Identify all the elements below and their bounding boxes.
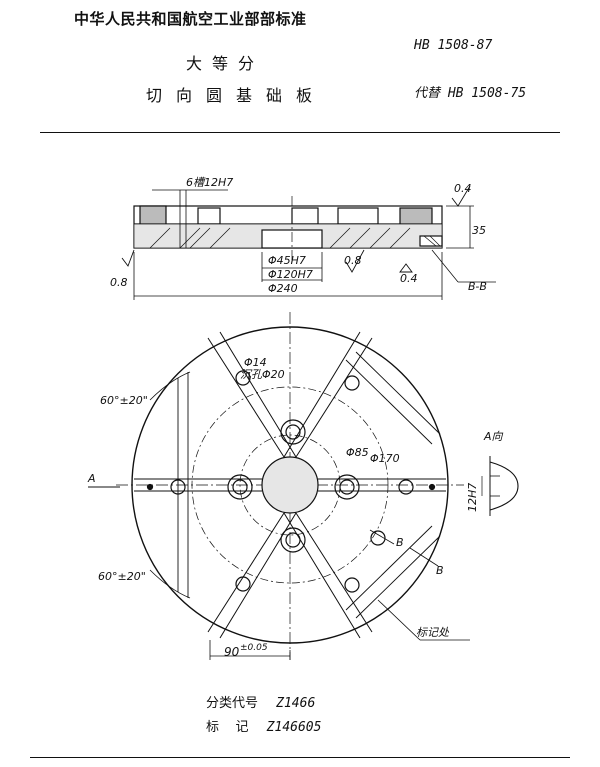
pcd-large-label: Φ170	[370, 452, 400, 465]
nameplate-label: 标记处	[416, 626, 450, 639]
section-label: B-B	[468, 280, 487, 293]
mark-code: Z146605	[266, 720, 322, 735]
slot-label: 6槽12H7	[186, 176, 233, 189]
angle-lower-label: 60°±20"	[98, 570, 146, 583]
plan-view	[88, 312, 470, 660]
roughness-left-label: 0.8	[110, 276, 128, 289]
roughness-top-label: 0.4	[454, 182, 472, 195]
classification-row: 分类代号 Z1466	[206, 692, 315, 711]
standard-number: HB 1508-87	[414, 38, 493, 53]
height-label: 35	[472, 224, 486, 237]
view-a-label: A	[87, 472, 96, 485]
classification-label: 分类代号	[206, 696, 259, 711]
header-divider	[40, 132, 560, 133]
document-name-line-1: 大等分	[186, 54, 265, 73]
bore-small-label: Φ45H7	[268, 254, 306, 267]
hole-dia-label: Φ14	[244, 356, 267, 369]
roughness-bottom-label: 0.8	[344, 254, 362, 267]
view-a-title: A向	[483, 430, 504, 443]
dim-bottom-label: 90	[224, 645, 240, 659]
a-view-detail	[481, 456, 519, 516]
angle-upper-label: 60°±20"	[100, 394, 148, 407]
replaces-standard: 代替 HB 1508-75	[414, 86, 527, 101]
cut-b-lower-label: B	[436, 564, 444, 577]
outer-dia-label: Φ240	[268, 282, 298, 295]
mark-label: 标 记	[206, 720, 249, 735]
classification-code: Z1466	[276, 696, 316, 711]
bore-mid-label: Φ120H7	[268, 268, 313, 281]
standard-title: 中华人民共和国航空工业部部标准	[74, 10, 307, 28]
cut-b-upper-label: B	[396, 536, 404, 549]
mark-row: 标 记 Z146605	[206, 716, 321, 735]
document-name-line-2: 切向圆基础板	[146, 86, 327, 105]
section-view	[121, 185, 496, 300]
slot-width-label: 12H7	[466, 483, 479, 512]
counterbore-label: 沉孔Φ20	[240, 368, 285, 381]
footer-divider	[30, 757, 570, 758]
pcd-small-label: Φ85	[346, 446, 369, 459]
dim-tolerance-label: ±0.05	[240, 643, 268, 653]
roughness-bottom-right-label: 0.4	[400, 272, 418, 285]
